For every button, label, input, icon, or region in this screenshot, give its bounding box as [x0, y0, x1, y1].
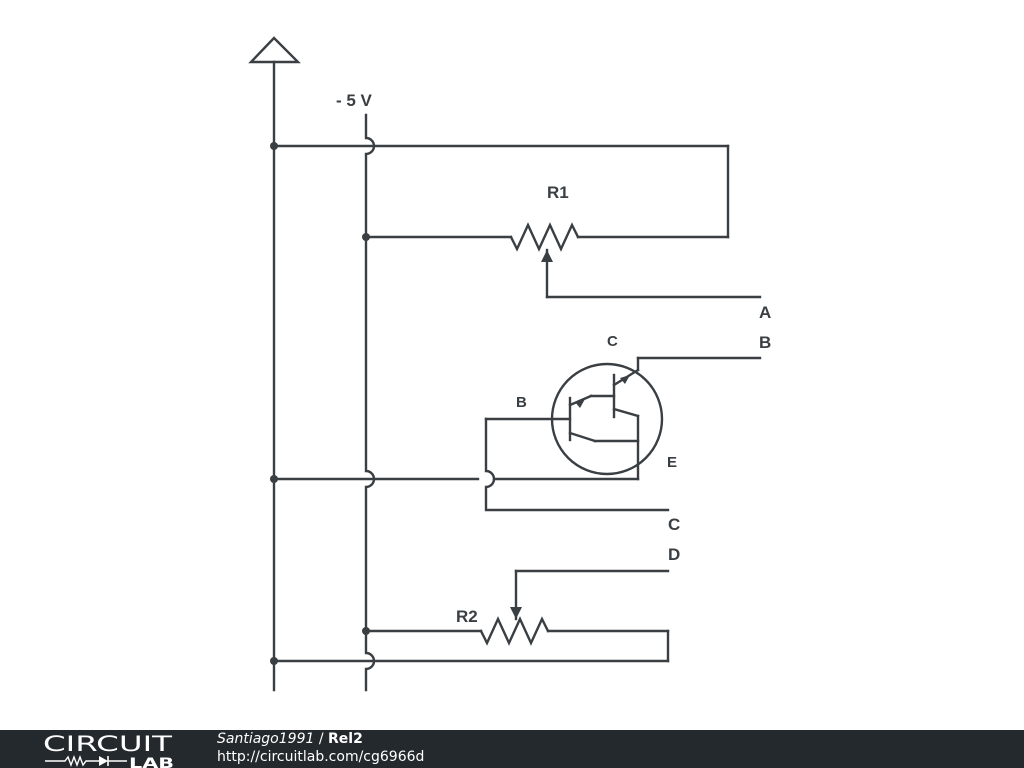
emitter-pin-label: E [667, 454, 677, 471]
r2-label: R2 [456, 607, 478, 626]
terminal-b-label: B [759, 333, 771, 352]
author-link[interactable]: Santiago1991 [217, 731, 315, 747]
terminal-a-label: A [759, 303, 771, 322]
circuit-title[interactable]: Rel2 [328, 731, 363, 747]
darlington-transistor [484, 356, 762, 481]
footer-bar: CIRCUIT LAB Santiago1991 / Rel2 http://c… [0, 730, 1024, 768]
credit-separator: / [314, 731, 329, 747]
r2-potentiometer [272, 569, 670, 663]
terminal-c-label: C [668, 515, 680, 534]
r1-potentiometer [364, 222, 762, 299]
base-pin-label: B [516, 394, 527, 411]
logo-resistor-icon [45, 755, 99, 767]
logo-text-bottom: LAB [129, 756, 174, 768]
schematic-canvas: - 5 V R1 R2 A B C D C B E [248, 36, 771, 692]
credit-line: Santiago1991 / Rel2 [217, 731, 363, 748]
supply-label: - 5 V [336, 91, 373, 110]
top-loop-wire [272, 144, 730, 239]
logo-text-top: CIRCUIT [43, 732, 172, 756]
terminal-d-label: D [668, 545, 680, 564]
collector-pin-label: C [607, 333, 618, 350]
r1-label: R1 [547, 183, 569, 202]
minus-5v-rail [364, 113, 376, 692]
supply-arrow-symbol [248, 36, 301, 692]
logo-diode-icon [99, 756, 108, 766]
circuit-url-link[interactable]: http://circuitlab.com/cg6966d [217, 749, 425, 765]
junction-dots [270, 142, 370, 665]
circuitlab-logo[interactable]: CIRCUIT LAB [43, 732, 178, 768]
